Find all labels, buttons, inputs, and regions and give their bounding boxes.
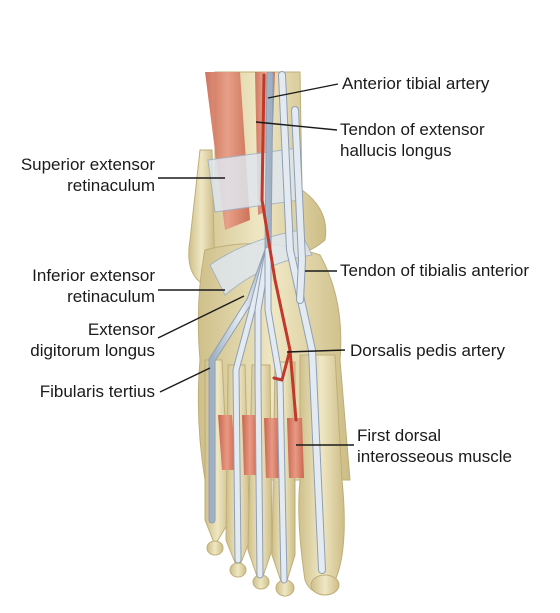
label-line: Tendon of extensor [340,120,485,139]
extensor-tendons [208,71,326,584]
label-line: interosseous muscle [357,447,512,466]
label-line: Inferior extensor [32,266,155,285]
label-extensor-digitorum-longus: Extensor digitorum longus [30,319,155,361]
label-line: Superior extensor [20,155,155,174]
label-first-dorsal-interosseous-muscle: First dorsal interosseous muscle [357,425,512,467]
label-line: Fibularis tertius [39,382,155,401]
label-anterior-tibial-artery: Anterior tibial artery [342,73,489,94]
leader-lines [157,83,354,446]
label-line: hallucis longus [340,141,452,160]
label-tendon-extensor-hallucis-longus: Tendon of extensor hallucis longus [340,119,485,161]
label-dorsalis-pedis-artery: Dorsalis pedis artery [350,340,505,361]
label-fibularis-tertius: Fibularis tertius [40,381,155,402]
label-line: Extensor [87,320,155,339]
label-line: digitorum longus [30,341,155,360]
label-inferior-extensor-retinaculum: Inferior extensor retinaculum [32,265,155,307]
label-line: Dorsalis pedis artery [350,341,505,360]
label-line: Anterior tibial artery [342,74,490,93]
interosseous-muscles [218,415,304,478]
label-line: retinaculum [67,176,155,195]
label-line: retinaculum [67,287,155,306]
label-line: Tendon of tibialis anterior [340,261,530,280]
label-line: First dorsal [357,426,442,445]
label-superior-extensor-retinaculum: Superior extensor retinaculum [21,154,155,196]
artery [260,73,298,422]
label-tendon-tibialis-anterior: Tendon of tibialis anterior [340,260,529,281]
